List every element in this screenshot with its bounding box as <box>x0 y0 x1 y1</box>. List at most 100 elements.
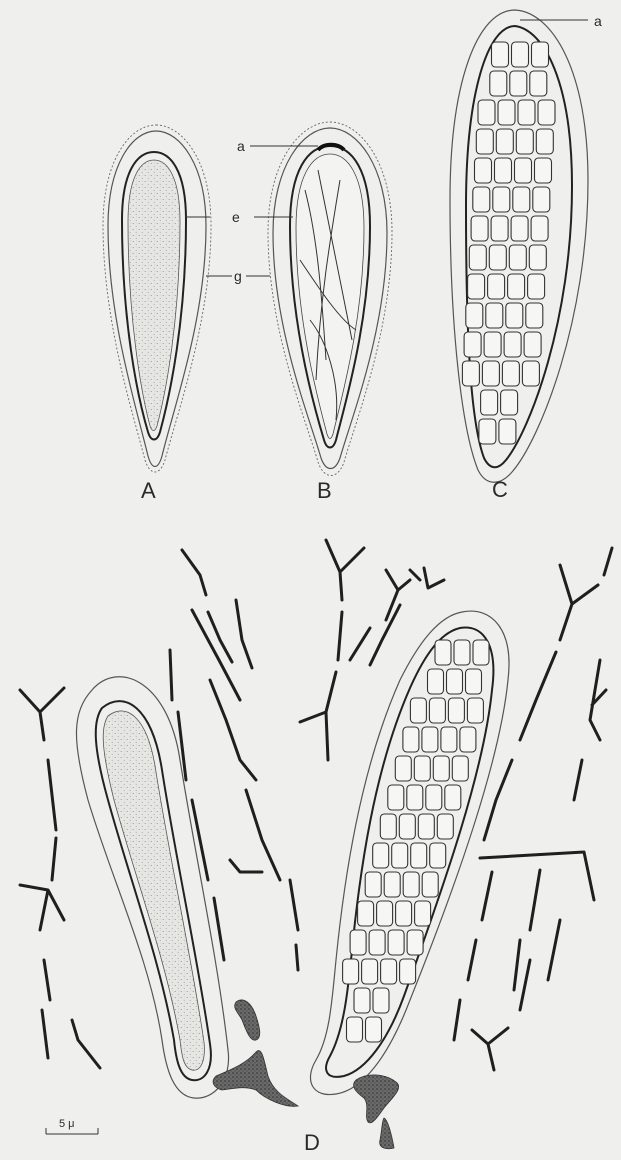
ascospore-cell <box>380 814 396 839</box>
ascospore-cell <box>502 361 519 386</box>
panel-d-right-ascus <box>310 611 509 1094</box>
ascospore-cell <box>392 843 408 868</box>
ascospore-cell <box>414 756 430 781</box>
ascospore-cell <box>396 901 412 926</box>
panel-d-ascospores <box>343 640 489 1042</box>
ascospore-cell <box>538 100 555 125</box>
ascospore-cell <box>403 727 419 752</box>
ascospore-cell <box>484 332 501 357</box>
ascospore-cell <box>468 274 485 299</box>
ascospore-cell <box>460 727 476 752</box>
ascospore-cell <box>492 42 509 67</box>
ascospore-cell <box>516 129 533 154</box>
ascospore-cell <box>400 959 416 984</box>
ascospore-cell <box>388 930 404 955</box>
ascospore-cell <box>447 669 463 694</box>
ascospore-cell <box>513 187 530 212</box>
panel-label-a: A <box>141 478 156 503</box>
ascospore-cell <box>365 872 381 897</box>
ascospore-cell <box>524 332 541 357</box>
panel-b-ascus <box>268 122 392 476</box>
ascospore-cell <box>415 901 431 926</box>
ascospore-cell <box>495 158 512 183</box>
ascospore-cell <box>471 216 488 241</box>
ascospore-cell <box>475 158 492 183</box>
ascospore-cell <box>407 930 423 955</box>
ascospore-cell <box>531 216 548 241</box>
ascospore-cell <box>533 187 550 212</box>
ascospore-cell <box>362 959 378 984</box>
ascospore-cell <box>518 100 535 125</box>
ascospore-cell <box>532 42 549 67</box>
ascospore-cell <box>422 727 438 752</box>
ascospore-cell <box>509 245 526 270</box>
ascospore-cell <box>504 332 521 357</box>
scale-bar: 5 μ <box>46 1118 98 1134</box>
ascospore-cell <box>411 843 427 868</box>
ascospore-cell <box>536 129 553 154</box>
annotation-a-panel-b: a <box>237 138 245 154</box>
ascospore-cell <box>473 187 490 212</box>
ascospore-cell <box>430 843 446 868</box>
ascospore-cell <box>490 71 507 96</box>
ascospore-cell <box>479 419 496 444</box>
ascospore-cell <box>433 756 449 781</box>
ascospore-cell <box>403 872 419 897</box>
ascospore-cell <box>399 814 415 839</box>
ascospore-cell <box>506 303 523 328</box>
scale-bar-label: 5 μ <box>59 1118 75 1130</box>
ascospore-cell <box>478 100 495 125</box>
ascospore-cell <box>469 245 486 270</box>
ascospore-cell <box>373 988 389 1013</box>
annotation-e: e <box>232 209 240 225</box>
annotation-g: g <box>234 268 242 284</box>
ascospore-cell <box>491 216 508 241</box>
ascospore-cell <box>358 901 374 926</box>
ascospore-cell <box>381 959 397 984</box>
ascospore-cell <box>473 640 489 665</box>
panel-c-ascus <box>450 10 588 482</box>
ascospore-cell <box>512 42 529 67</box>
ascospore-cell <box>489 245 506 270</box>
ascospore-cell <box>510 71 527 96</box>
ascospore-cell <box>407 785 423 810</box>
ascospore-cell <box>486 303 503 328</box>
ascospore-cell <box>448 698 464 723</box>
ascospore-cell <box>422 872 438 897</box>
ascospore-cell <box>481 390 498 415</box>
ascospore-cell <box>498 100 515 125</box>
ascospore-cell <box>388 785 404 810</box>
ascospore-cell <box>347 1017 363 1042</box>
ascospore-cell <box>466 303 483 328</box>
ascospore-cell <box>515 158 532 183</box>
annotation-a-top-right: a <box>594 13 602 29</box>
ascospore-cell <box>384 872 400 897</box>
ascospore-cell <box>466 669 482 694</box>
ascospore-cell <box>499 419 516 444</box>
ascospore-cell <box>435 640 451 665</box>
ascospore-cell <box>373 843 389 868</box>
ascospore-cell <box>535 158 552 183</box>
ascospore-cell <box>529 245 546 270</box>
ascospore-cell <box>354 988 370 1013</box>
ascospore-cell <box>429 698 445 723</box>
ascospore-cell <box>366 1017 382 1042</box>
ascospore-cell <box>467 698 483 723</box>
panel-label-c: C <box>492 477 508 502</box>
ascospore-cell <box>522 361 539 386</box>
ascospore-cell <box>410 698 426 723</box>
ascospore-cell <box>441 727 457 752</box>
ascospore-cell <box>501 390 518 415</box>
panel-label-d: D <box>304 1130 320 1155</box>
panel-a-ascus <box>103 125 211 472</box>
ascospore-cell <box>452 756 468 781</box>
ascospore-cell <box>462 361 479 386</box>
ascospore-cell <box>454 640 470 665</box>
ascospore-cell <box>528 274 545 299</box>
ascospore-cell <box>377 901 393 926</box>
ascospore-cell <box>526 303 543 328</box>
ascospore-cell <box>493 187 510 212</box>
ascospore-cell <box>369 930 385 955</box>
panel-label-b: B <box>317 478 332 503</box>
